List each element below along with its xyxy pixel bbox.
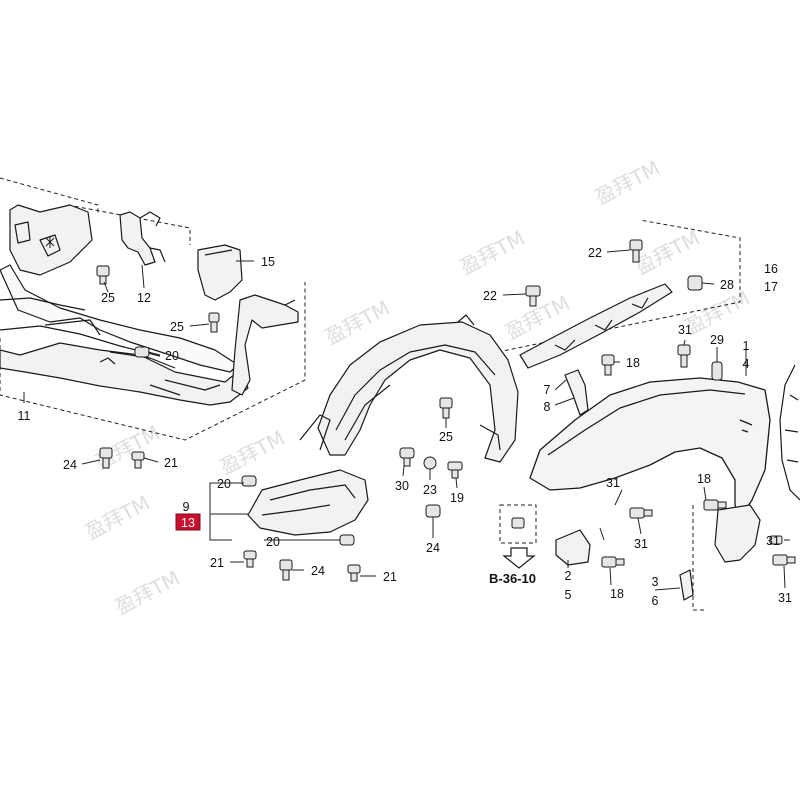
callout-number: 21: [383, 570, 397, 584]
clip-icon: [711, 361, 723, 381]
under-cover-assembly: [0, 204, 249, 406]
screw-icon: [347, 564, 361, 582]
callout-number: 1: [743, 339, 750, 353]
callout-number: 17: [764, 280, 778, 294]
callout-number: 28: [720, 278, 734, 292]
reference-label: B-36-10: [489, 571, 536, 586]
bolt-icon: [439, 397, 453, 419]
nut-icon: [423, 456, 437, 470]
callout-number: 19: [450, 491, 464, 505]
asterisk-icon: [45, 236, 55, 248]
callout-number: 30: [395, 479, 409, 493]
callout-number: 5: [565, 588, 572, 602]
callout-number: 9: [183, 500, 190, 514]
fender-lower-mount: [714, 504, 761, 563]
callout-number: 31: [766, 534, 780, 548]
callout-number: 22: [483, 289, 497, 303]
callout-number: 22: [588, 246, 602, 260]
bracket-support: [231, 294, 299, 396]
fender-bracket-2: [555, 529, 591, 566]
screw-icon: [131, 451, 145, 469]
screw-icon: [243, 550, 257, 568]
callout-number: 12: [137, 291, 151, 305]
arrow-down-icon: [502, 547, 536, 569]
clip-icon: [511, 517, 525, 529]
clip-icon: [425, 504, 441, 518]
callout-number: 31: [678, 323, 692, 337]
bolt-icon: [677, 344, 691, 368]
leader-lines: [23, 249, 790, 591]
callout-number: 20: [266, 535, 280, 549]
callout-number: 31: [606, 476, 620, 490]
watermark: 盈拜TM: [111, 566, 184, 620]
callout-number: 20: [165, 349, 179, 363]
screw-icon: [629, 507, 653, 519]
fender-rail-7: [564, 369, 589, 416]
screw-icon: [703, 499, 727, 511]
watermark: 盈拜TM: [216, 426, 289, 480]
callout-number: 2: [565, 569, 572, 583]
callout-number: 16: [764, 262, 778, 276]
callout-number: 31: [778, 591, 792, 605]
callout-number: 24: [63, 458, 77, 472]
watermark: 盈拜TM: [591, 156, 664, 210]
callout-number: 18: [626, 356, 640, 370]
bolt-icon: [99, 447, 113, 469]
callout-number: 21: [210, 556, 224, 570]
callout-number: 25: [101, 291, 115, 305]
reference-callout: B-36-10: [489, 547, 536, 586]
bolt-icon: [525, 285, 541, 307]
callout-number: 20: [217, 477, 231, 491]
callout-number: 11: [18, 409, 31, 423]
screw-icon: [399, 447, 415, 467]
callout-number: 25: [439, 430, 453, 444]
callout-number: 13: [181, 516, 195, 530]
screw-icon: [772, 554, 796, 566]
bolt-icon: [208, 312, 220, 333]
bolt-icon: [601, 354, 615, 376]
bracket-12: [119, 211, 166, 266]
callout-number: 8: [544, 400, 551, 414]
clip-icon: [96, 265, 110, 285]
callout-number: 24: [311, 564, 325, 578]
callout-labels: 11 25 12 15 25 20 24 21 9 13 20 20 21 24…: [18, 246, 792, 608]
bolt-icon: [629, 239, 643, 263]
front-fender-1: [529, 377, 771, 519]
callout-number: 18: [610, 587, 624, 601]
cover-15: [197, 244, 243, 301]
adjacent-panel-edge: [779, 364, 800, 501]
callout-number: 18: [697, 472, 711, 486]
callout-number: 6: [652, 594, 659, 608]
watermark: 盈拜TM: [456, 226, 529, 280]
bolt-icon: [279, 559, 293, 581]
callout-number: 7: [544, 383, 551, 397]
watermark: 盈拜TM: [681, 286, 754, 340]
watermark: 盈拜TM: [81, 491, 154, 545]
callout-number: 21: [164, 456, 178, 470]
fender-rail-16: [519, 283, 673, 369]
clip-icon: [241, 475, 257, 487]
callout-number: 23: [423, 483, 437, 497]
screw-icon: [601, 556, 625, 568]
callout-number: 29: [710, 333, 724, 347]
clip-icon: [687, 275, 703, 291]
callout-number: 4: [743, 357, 750, 371]
clip-icon: [339, 534, 355, 546]
screw-icon: [447, 461, 463, 479]
fender-bracket-3: [679, 569, 694, 601]
callout-number: 15: [261, 255, 275, 269]
callout-number: 25: [170, 320, 184, 334]
callout-number: 31: [634, 537, 648, 551]
callout-number: 3: [652, 575, 659, 589]
callout-number: 24: [426, 541, 440, 555]
fender-liner: [247, 314, 519, 536]
watermark: 盈拜TM: [631, 226, 704, 280]
highlight-box: [175, 513, 201, 531]
screw-icon: [769, 535, 783, 545]
clip-icon: [134, 346, 150, 358]
